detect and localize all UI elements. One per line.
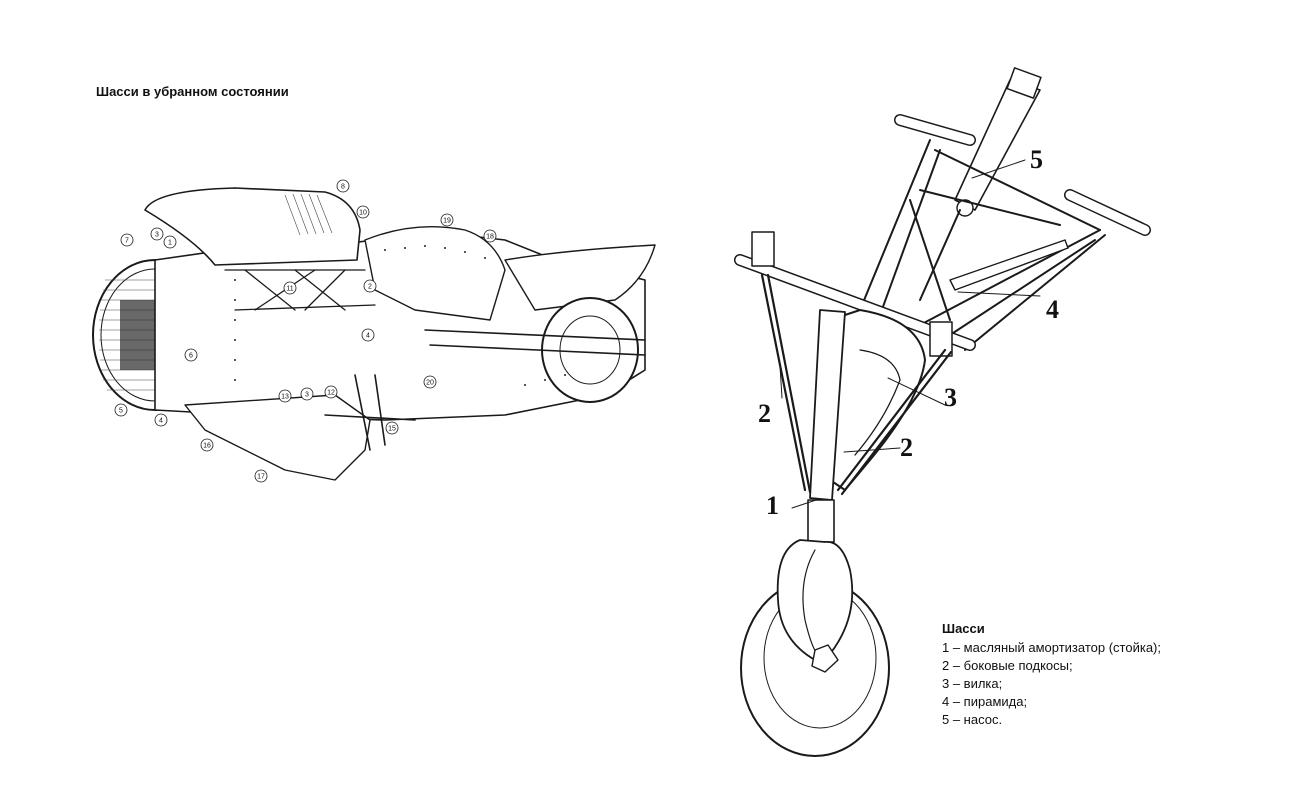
callout-circle: 8 — [336, 179, 350, 193]
svg-text:3: 3 — [305, 392, 309, 399]
legend: Шасси 1 – масляный амортизатор (стойка);… — [942, 620, 1161, 729]
callout-circle: 15 — [385, 421, 399, 435]
callout-circle: 16 — [200, 438, 214, 452]
svg-text:13: 13 — [281, 394, 289, 401]
callout-2-left: 2 — [758, 399, 771, 428]
svg-text:7: 7 — [125, 238, 129, 245]
legend-item: 2 – боковые подкосы; — [942, 658, 1073, 673]
callout-circle: 13 — [278, 389, 292, 403]
callout-circle: 6 — [184, 348, 198, 362]
legend-item: 1 – масляный амортизатор (стойка); — [942, 640, 1161, 655]
svg-text:5: 5 — [119, 408, 123, 415]
svg-text:3: 3 — [155, 232, 159, 239]
callout-circle: 11 — [283, 281, 297, 295]
callout-circle: 1 — [163, 235, 177, 249]
legend-title: Шасси — [942, 621, 985, 636]
upper-axles — [894, 114, 1151, 236]
pump — [954, 67, 1042, 217]
callout-circle: 19 — [440, 213, 454, 227]
cross-axle — [734, 231, 976, 357]
retracted-gear-drawing: 8 10 19 18 7 3 1 11 2 6 4 5 4 13 3 12 20… — [92, 179, 656, 483]
svg-text:2: 2 — [368, 284, 372, 291]
svg-text:17: 17 — [257, 474, 265, 481]
fork — [829, 309, 926, 491]
svg-text:8: 8 — [341, 184, 345, 191]
svg-text:4: 4 — [366, 333, 370, 340]
pyramid-truss — [859, 139, 1106, 351]
svg-text:4: 4 — [159, 418, 163, 425]
legend-item: 5 – насос. — [942, 712, 1003, 727]
svg-text:12: 12 — [327, 390, 335, 397]
callout-circle: 5 — [114, 403, 128, 417]
svg-text:11: 11 — [286, 286, 293, 293]
svg-text:15: 15 — [388, 426, 396, 433]
callout-circle: 10 — [356, 205, 370, 219]
callout-circle: 20 — [423, 375, 437, 389]
callout-3: 3 — [944, 383, 957, 412]
legend-item: 3 – вилка; — [942, 676, 1003, 691]
svg-text:16: 16 — [203, 443, 211, 450]
svg-text:10: 10 — [359, 210, 367, 217]
callout-circle: 4 — [361, 328, 375, 342]
side-braces — [760, 273, 953, 496]
callout-1: 1 — [766, 491, 779, 520]
callout-circle: 3 — [300, 387, 314, 401]
wheel — [740, 539, 890, 757]
small-callouts: 8 10 19 18 7 3 1 11 2 6 4 5 4 13 3 12 20… — [114, 179, 497, 483]
callout-leaders — [779, 159, 1041, 509]
callout-circle: 17 — [254, 469, 268, 483]
callout-circle: 4 — [154, 413, 168, 427]
landing-gear-drawing: 5 4 3 2 2 1 — [734, 67, 1151, 757]
callout-circle: 12 — [324, 385, 338, 399]
shock-strut — [807, 309, 846, 543]
callout-2-right: 2 — [900, 433, 913, 462]
callout-5: 5 — [1030, 145, 1043, 174]
svg-text:18: 18 — [486, 234, 494, 241]
svg-text:19: 19 — [443, 218, 451, 225]
callout-circle: 18 — [483, 229, 497, 243]
callout-circle: 3 — [150, 227, 164, 241]
callout-circle: 7 — [120, 233, 134, 247]
callout-circle: 2 — [363, 279, 377, 293]
svg-text:20: 20 — [426, 380, 434, 387]
callout-4: 4 — [1046, 295, 1059, 324]
svg-text:1: 1 — [168, 240, 172, 247]
legend-item: 4 – пирамида; — [942, 694, 1028, 709]
retracted-caption: Шасси в убранном состоянии — [96, 84, 289, 99]
svg-text:6: 6 — [189, 353, 193, 360]
